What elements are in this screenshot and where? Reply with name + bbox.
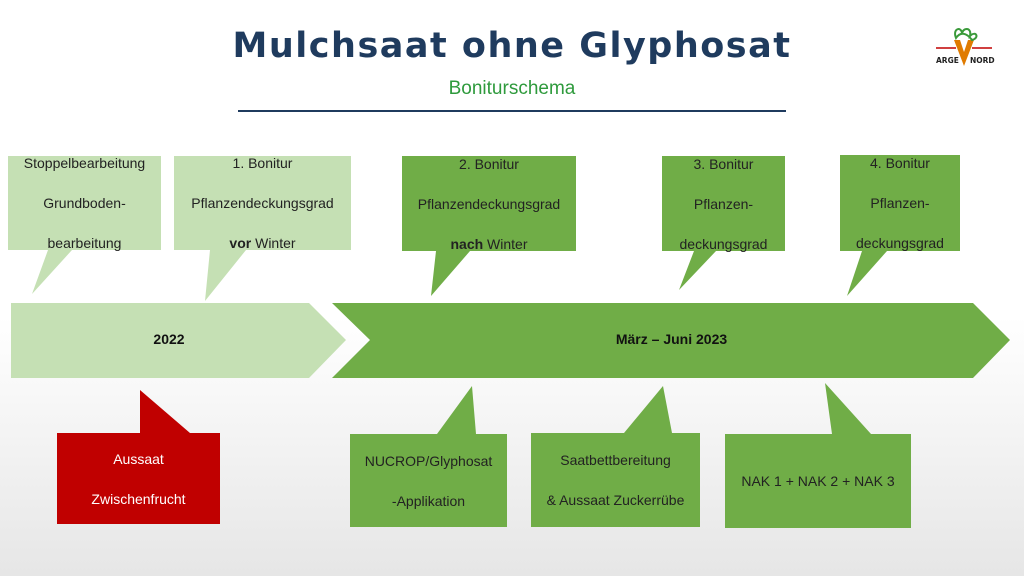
- callout-text-stoppelbearbeitung: Stoppelbearbeitung Grundboden- bearbeitu…: [8, 155, 161, 251]
- callout-aussaat-zwischenfrucht: [57, 390, 220, 524]
- callout-text-bonitur-2: 2. Bonitur Pflanzendeckungsgrad nach Win…: [402, 155, 576, 252]
- text-line: -Applikation: [391, 492, 466, 509]
- callout-nucrop-applikation: [350, 386, 507, 527]
- text-line: NAK 1 + NAK 2 + NAK 3: [741, 473, 895, 489]
- callout-bonitur-3: [662, 156, 785, 290]
- text-line: bearbeitung: [47, 235, 122, 251]
- callout-stoppelbearbeitung: [8, 156, 161, 294]
- text-line: Saatbettbereitung: [560, 452, 671, 468]
- callout-bonitur-1: [174, 156, 351, 301]
- timeline-label-2022: 2022: [153, 331, 185, 347]
- text-line: 4. Bonitur: [870, 155, 930, 171]
- timeline-arrow-2022: [11, 303, 346, 378]
- callout-text-saatbett: Saatbettbereitung & Aussaat Zuckerrübe: [531, 433, 700, 527]
- text-line: Winter: [483, 235, 528, 252]
- text-line: 3. Bonitur: [693, 155, 754, 172]
- text-bold: nach: [450, 235, 484, 252]
- timeline-label-2023: März – Juni 2023: [615, 331, 728, 347]
- callout-saatbettbereitung: [531, 386, 700, 527]
- text-line: NUCROP/Glyphosat: [364, 452, 493, 469]
- logo-text-left: ARGE: [936, 56, 959, 65]
- arge-nord-logo: [936, 28, 992, 66]
- callout-text-nak: NAK 1 + NAK 2 + NAK 3: [725, 434, 911, 528]
- text-line: Zwischenfrucht: [91, 490, 186, 507]
- text-line: Stoppelbearbeitung: [23, 155, 146, 171]
- callout-bonitur-4: [840, 155, 960, 296]
- logo-leaves: [954, 28, 978, 42]
- text-line: Pflanzen-: [870, 195, 930, 211]
- text-line: Winter: [251, 235, 296, 251]
- text-line: & Aussaat Zuckerrübe: [546, 492, 685, 508]
- callout-text-bonitur-3: 3. Bonitur Pflanzen- deckungsgrad: [662, 155, 785, 252]
- callout-bonitur-2: [402, 156, 576, 296]
- page-title: Mulchsaat ohne Glyphosat: [232, 26, 792, 66]
- text-line: deckungsgrad: [856, 235, 944, 251]
- callout-nak: [725, 383, 911, 528]
- text-bold: vor: [229, 235, 252, 251]
- text-line: Aussaat: [113, 450, 164, 467]
- callout-text-aussaat-zwischenfrucht: Aussaat Zwischenfrucht: [57, 433, 220, 524]
- text-line: Pflanzendeckungsgrad: [191, 195, 334, 211]
- text-line: 2. Bonitur: [459, 155, 519, 172]
- page-subtitle: Boniturschema: [448, 78, 576, 99]
- text-line: Grundboden-: [43, 195, 126, 211]
- text-line: 1. Bonitur: [232, 155, 293, 171]
- callout-text-bonitur-4: 4. Bonitur Pflanzen- deckungsgrad: [840, 155, 960, 251]
- logo-text-right: NORD: [970, 56, 995, 65]
- callout-text-nucrop: NUCROP/Glyphosat -Applikation: [350, 434, 507, 527]
- title-divider: [238, 110, 786, 112]
- text-line: Pflanzen-: [693, 195, 754, 212]
- text-line: deckungsgrad: [679, 235, 768, 252]
- timeline-arrow-2023: [332, 303, 1010, 378]
- logo-carrot-shape: [954, 40, 974, 66]
- text-line: Pflanzendeckungsgrad: [417, 195, 561, 212]
- callout-text-bonitur-1: 1. Bonitur Pflanzendeckungsgrad vor Wint…: [174, 155, 351, 251]
